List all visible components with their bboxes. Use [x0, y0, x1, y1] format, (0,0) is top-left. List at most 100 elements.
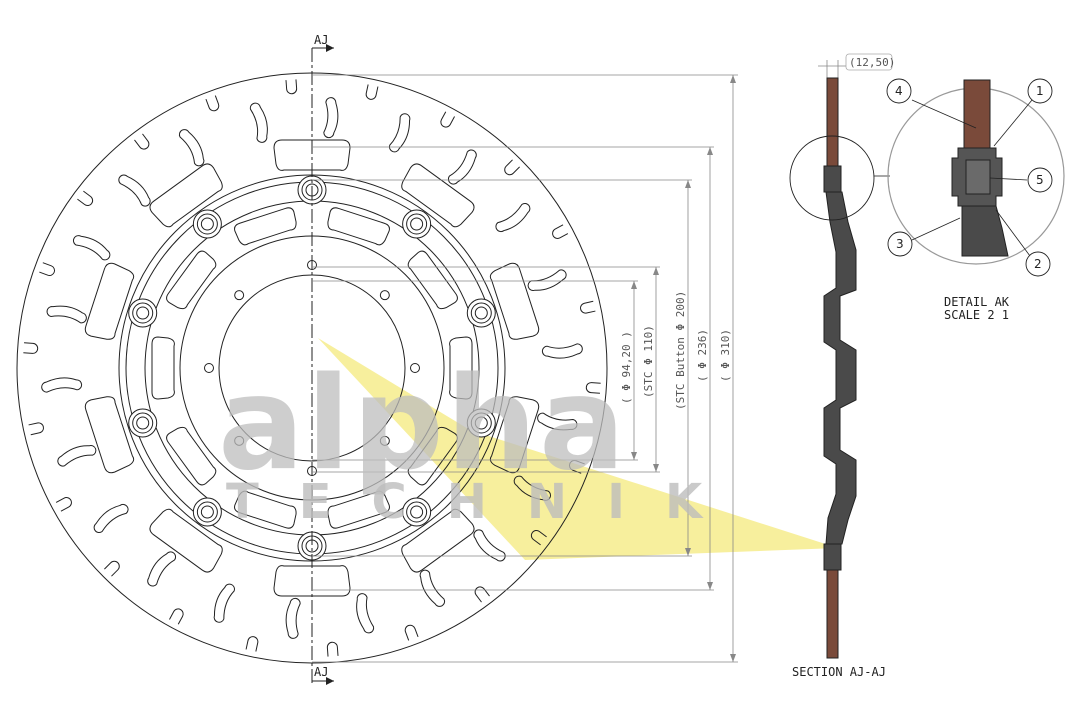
- rim-notch: [404, 624, 419, 641]
- callout-3: 3: [896, 237, 904, 251]
- section-label: SECTION AJ-AJ: [792, 665, 886, 679]
- section-button-top: [823, 165, 842, 193]
- detail-rotor: [963, 79, 991, 149]
- section-button-bottom: [823, 543, 842, 571]
- rim-notch-edge: [77, 190, 94, 207]
- carrier-window: [327, 490, 390, 529]
- rim-notch: [104, 560, 120, 577]
- button-ring: [132, 302, 154, 324]
- button-ring: [196, 213, 218, 235]
- cooling-slot-outline: [527, 269, 567, 292]
- rim-notch-edge: [205, 95, 220, 112]
- section-arrow-top: [312, 44, 334, 52]
- rim-notch: [28, 422, 44, 436]
- rim-notch: [440, 111, 455, 128]
- watermark-swoosh: [318, 338, 838, 560]
- cooling-slot: [388, 113, 411, 153]
- section-marker-top: AJ: [314, 33, 328, 47]
- rim-notch-edge: [326, 641, 339, 657]
- button-core: [136, 416, 150, 430]
- detail-carrier: [961, 205, 1009, 257]
- ring-window: [489, 262, 540, 340]
- cooling-slot-outline: [285, 597, 301, 639]
- bolt-hole: [410, 363, 420, 373]
- cooling-slot: [537, 412, 578, 431]
- rim-notch-edge: [245, 636, 259, 652]
- button-ring: [470, 412, 492, 434]
- callout-1-circle: [1027, 78, 1053, 104]
- detail-view: 1 2 3 4 5 DETAIL AK SCALE 2 1: [886, 78, 1065, 322]
- cooling-slot-outline: [356, 593, 375, 634]
- detail-title: DETAIL AK: [944, 295, 1010, 309]
- section-view: (12,50) SECTION AJ-AJ: [789, 53, 895, 679]
- cooling-slot-outline: [213, 583, 236, 623]
- button-ring: [406, 213, 428, 235]
- cooling-slot: [72, 235, 111, 261]
- cooling-slot-outline: [147, 551, 177, 587]
- ring-window-outline: [149, 508, 223, 573]
- callout-2: 2: [1034, 257, 1042, 271]
- ring-window-outline: [401, 508, 475, 573]
- carrier-window-outline: [234, 490, 297, 529]
- rim-notch-edge: [585, 382, 601, 394]
- button-core: [410, 217, 424, 231]
- ring-window-outline: [489, 396, 540, 474]
- rim-notch-edge: [365, 84, 379, 100]
- rim-notch-edge: [530, 529, 547, 546]
- ring-window: [149, 163, 223, 228]
- bolt-hole: [379, 290, 390, 301]
- callout-2-circle: [1025, 251, 1051, 277]
- outer-notches: [23, 79, 601, 657]
- cooling-slot-outline: [46, 305, 87, 324]
- carrier-window: [166, 250, 217, 310]
- cooling-slot-outline: [93, 503, 129, 533]
- button-ring: [406, 501, 428, 523]
- rim-notch-edge: [28, 422, 44, 436]
- rim-notch-edge: [104, 560, 120, 577]
- cooling-slot: [93, 503, 129, 533]
- bolt-hole: [234, 435, 245, 446]
- dim-d3: (STC Button Φ 200): [674, 291, 687, 410]
- button-core: [474, 306, 488, 320]
- rim-notch-edge: [474, 586, 490, 603]
- cooling-slot: [147, 551, 177, 587]
- cooling-slot: [46, 305, 87, 324]
- carrier-window-outline: [327, 207, 390, 246]
- rim-notch-edge: [23, 342, 39, 354]
- section-carrier: [823, 191, 857, 545]
- button-core: [474, 416, 488, 430]
- section-rotor-top: [826, 77, 839, 167]
- cooling-slot: [213, 583, 236, 623]
- cooling-slot: [249, 102, 268, 143]
- callout-5-circle: [1027, 167, 1053, 193]
- rim-notch: [530, 529, 547, 546]
- rim-notch: [474, 586, 490, 603]
- dim-d5: ( Φ 310): [719, 329, 732, 382]
- rim-notch: [585, 382, 601, 394]
- rim-notch-edge: [55, 497, 72, 512]
- rim-notch: [580, 300, 596, 314]
- ring-window: [401, 163, 475, 228]
- button-core: [136, 306, 150, 320]
- cooling-slot-outline: [419, 569, 446, 607]
- cooling-slot: [356, 593, 375, 634]
- carrier-window: [407, 426, 458, 486]
- bolt-hole: [379, 435, 390, 446]
- cooling-slot: [285, 597, 301, 639]
- detail-button-core: [965, 159, 991, 195]
- carrier-window: [234, 490, 297, 529]
- dimension-arrows: [631, 75, 736, 662]
- carrier-window-outline: [449, 336, 473, 400]
- rim-notch: [504, 159, 520, 176]
- carrier-window: [166, 426, 217, 486]
- rim-notch: [39, 262, 55, 277]
- inner-windows: [84, 139, 540, 597]
- carrier-window-outline: [166, 426, 217, 486]
- dim-d1: ( Φ 94,20 ): [620, 331, 633, 404]
- cooling-slot-outline: [447, 149, 477, 185]
- cooling-slot: [495, 203, 531, 233]
- cooling-slot-outline: [388, 113, 411, 153]
- cooling-slot: [473, 529, 506, 562]
- ring-window-outline: [84, 262, 135, 340]
